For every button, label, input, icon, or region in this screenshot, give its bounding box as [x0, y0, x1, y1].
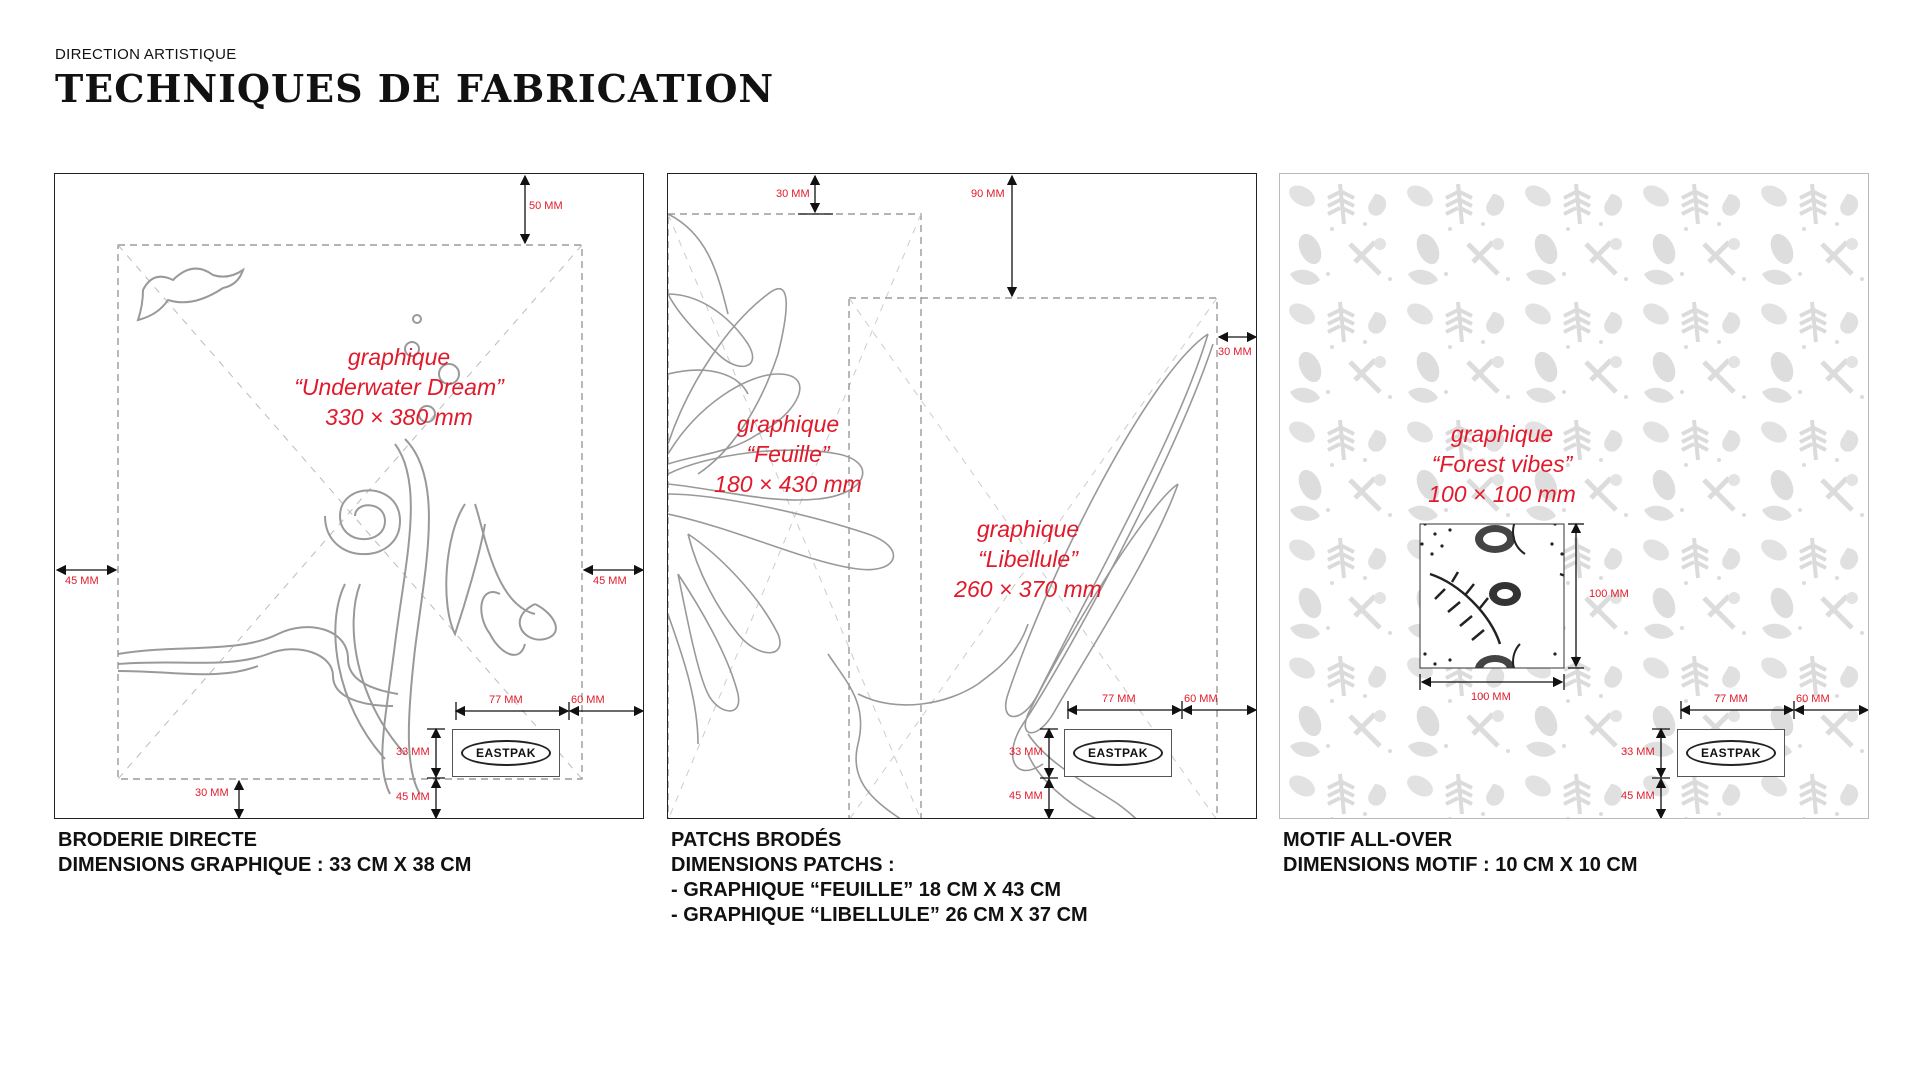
measure-logo-width: 77 MM	[489, 694, 523, 706]
measure-logo-right: 60 MM	[571, 694, 605, 706]
graphic-label-feuille: graphique “Feuille” 180 × 430 mm	[714, 411, 862, 497]
measure-logo-width: 77 MM	[1714, 693, 1748, 705]
measure-motif-height: 100 MM	[1589, 588, 1629, 600]
graphic-label-forest-vibes: graphique “Forest vibes” 100 × 100 mm	[1428, 421, 1576, 507]
measure-top-feuille: 30 MM	[776, 188, 810, 200]
measure-logo-height: 33 MM	[396, 746, 430, 758]
measure-logo-bottom: 45 MM	[396, 791, 430, 803]
measure-right: 30 MM	[1218, 346, 1252, 358]
panel-patchs-brodes: graphique “Feuille” 180 × 430 mm graphiq…	[667, 173, 1257, 819]
measure-right: 45 MM	[593, 575, 627, 587]
measure-bottom: 30 MM	[195, 787, 229, 799]
eastpak-logo: EASTPAK	[1677, 729, 1785, 777]
caption-motif-all-over: MOTIF ALL-OVER DIMENSIONS MOTIF : 10 CM …	[1283, 829, 1638, 876]
measure-logo-width: 77 MM	[1102, 693, 1136, 705]
graphic-label-libellule: graphique “Libellule” 260 × 370 mm	[954, 516, 1102, 602]
measure-logo-bottom: 45 MM	[1621, 790, 1655, 802]
measure-motif-width: 100 MM	[1471, 691, 1511, 703]
measure-logo-bottom: 45 MM	[1009, 790, 1043, 802]
measure-logo-height: 33 MM	[1009, 746, 1043, 758]
page-title: TECHNIQUES DE FABRICATION	[55, 66, 775, 111]
underwater-dream-artwork	[55, 174, 643, 818]
eastpak-logo: EASTPAK	[452, 729, 560, 777]
panel-motif-all-over: graphique “Forest vibes” 100 × 100 mm 10…	[1279, 173, 1869, 819]
graphic-label-underwater-dream: graphique “Underwater Dream” 330 × 380 m…	[294, 344, 504, 430]
measure-top-libellule: 90 MM	[971, 188, 1005, 200]
caption-patchs-brodes: PATCHS BRODÉS DIMENSIONS PATCHS : - GRAP…	[671, 829, 1088, 926]
measure-left: 45 MM	[65, 575, 99, 587]
forest-vibes-pattern	[1280, 174, 1868, 818]
measure-logo-height: 33 MM	[1621, 746, 1655, 758]
caption-broderie-directe: BRODERIE DIRECTE DIMENSIONS GRAPHIQUE : …	[58, 829, 472, 876]
measure-logo-right: 60 MM	[1184, 693, 1218, 705]
panel-broderie-directe: graphique “Underwater Dream” 330 × 380 m…	[54, 173, 644, 819]
measure-logo-right: 60 MM	[1796, 693, 1830, 705]
kicker-label: DIRECTION ARTISTIQUE	[55, 46, 237, 63]
eastpak-logo: EASTPAK	[1064, 729, 1172, 777]
measure-top: 50 MM	[529, 200, 563, 212]
